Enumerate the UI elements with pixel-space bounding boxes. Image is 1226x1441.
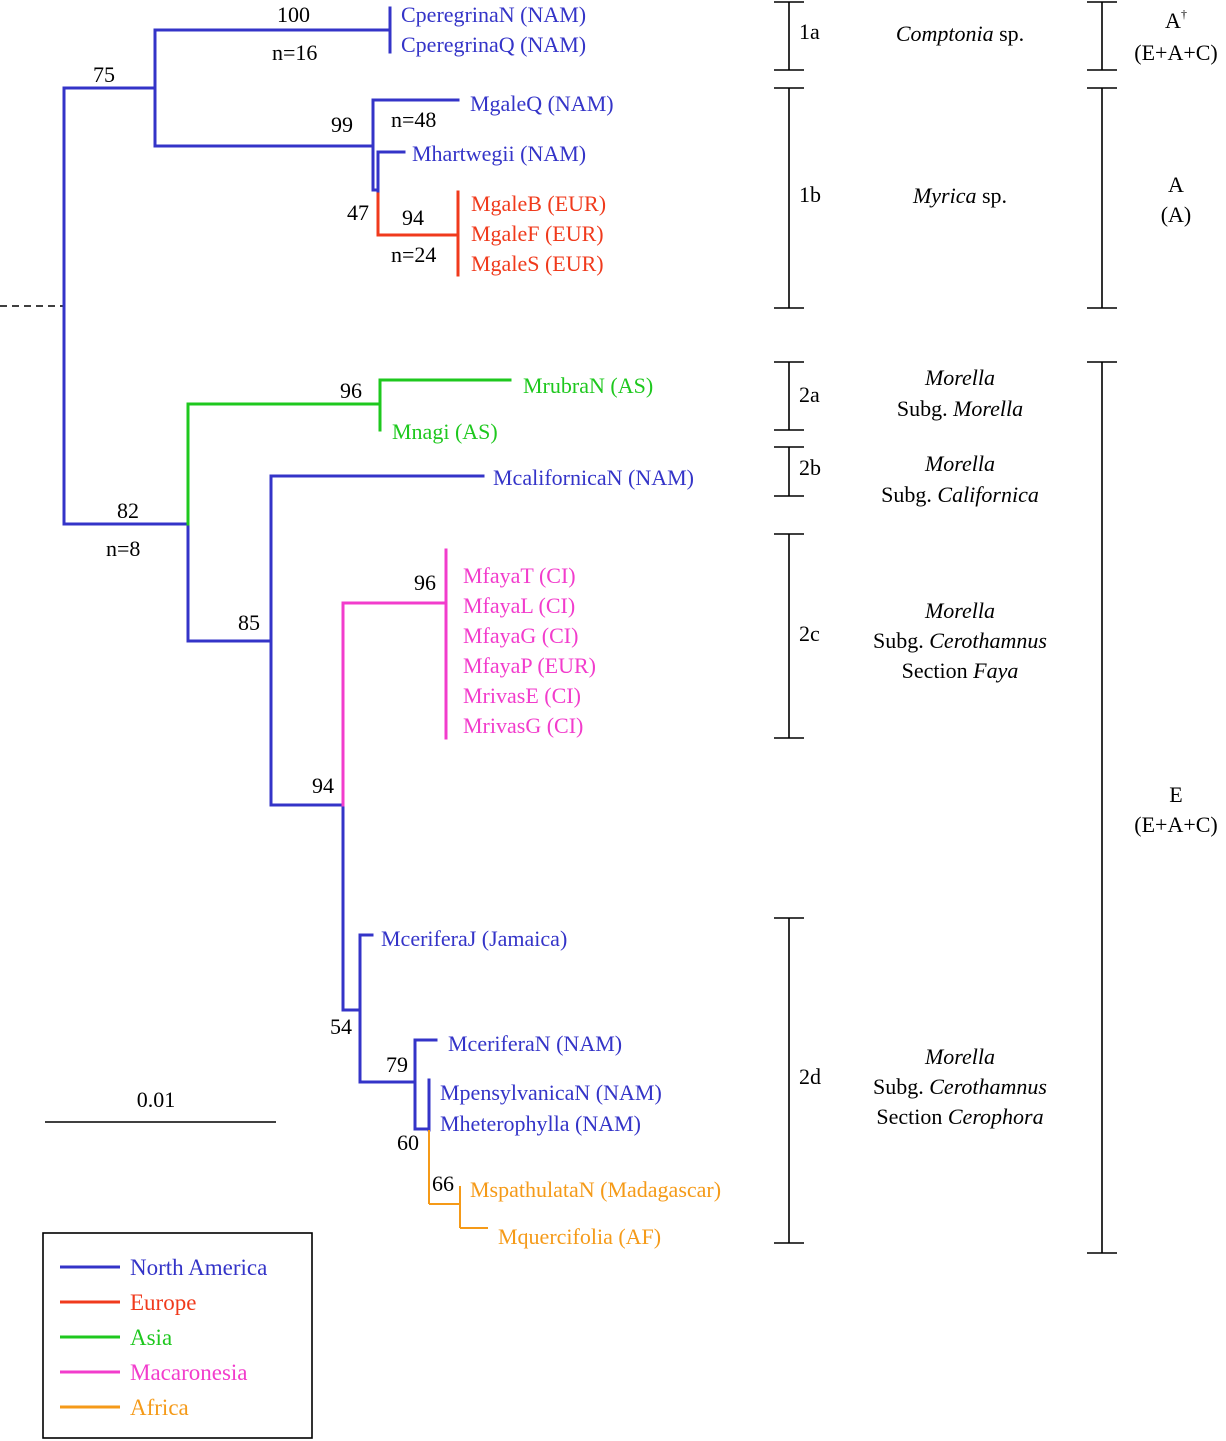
tip-label: MgaleQ (NAM) xyxy=(470,91,614,116)
clade-name-1a: Comptonia sp. xyxy=(896,21,1024,46)
tip-label: MfayaP (EUR) xyxy=(463,653,596,678)
legend-label: Macaronesia xyxy=(130,1360,248,1385)
support-value: 85 xyxy=(238,610,260,635)
group-bracket-3 xyxy=(1087,361,1117,1254)
clade-subgenus-2a: Subg. Morella xyxy=(897,396,1023,421)
tip-label: MceriferaJ (Jamaica) xyxy=(381,926,567,951)
legend-item: Africa xyxy=(60,1395,189,1420)
support-value: 94 xyxy=(312,773,334,798)
clade-bracket-2d xyxy=(774,917,804,1244)
tip-label: McalifornicaN (NAM) xyxy=(493,465,694,490)
support-value: 60 xyxy=(397,1130,419,1155)
tip-label: Mnagi (AS) xyxy=(392,419,498,444)
group-bracket-2 xyxy=(1087,87,1117,309)
support-value: 54 xyxy=(330,1014,352,1039)
legend-label: Europe xyxy=(130,1290,196,1315)
tip-label: MspathulataN (Madagascar) xyxy=(470,1177,721,1202)
tip-label: MgaleB (EUR) xyxy=(471,191,606,216)
clade-subgenus-2d: Subg. Cerothamnus xyxy=(873,1074,1047,1099)
group-brackets xyxy=(1087,1,1117,1254)
support-count: n=16 xyxy=(272,40,317,65)
group-area-2: (A) xyxy=(1161,202,1192,227)
support-value: 94 xyxy=(402,205,424,230)
tip-label: MfayaT (CI) xyxy=(463,563,576,588)
clade-name-2d: Morella xyxy=(924,1044,995,1069)
branches-north-america xyxy=(62,6,485,1132)
clade-name-2b: Morella xyxy=(924,451,995,476)
legend-box xyxy=(42,1232,313,1439)
clade-section-2c: Section Faya xyxy=(902,658,1019,683)
legend-item: North America xyxy=(60,1255,267,1280)
support-value: 82 xyxy=(117,498,139,523)
support-value: 96 xyxy=(340,378,362,403)
clade-id: 2b xyxy=(799,455,821,480)
tip-label: MrubraN (AS) xyxy=(523,373,653,398)
tip-label: MrivasE (CI) xyxy=(463,683,581,708)
clade-brackets xyxy=(774,1,804,1244)
legend-label: Asia xyxy=(130,1325,172,1350)
clade-id: 1b xyxy=(799,182,821,207)
group-label-1: A† xyxy=(1165,7,1187,33)
legend-label: Africa xyxy=(130,1395,189,1420)
support-count: n=8 xyxy=(106,536,140,561)
clade-subgenus-2b: Subg. Californica xyxy=(881,482,1039,507)
legend-item: Europe xyxy=(60,1290,196,1315)
tip-label: CperegrinaN (NAM) xyxy=(401,2,586,27)
clade-name-2c: Morella xyxy=(924,598,995,623)
tip-label: MgaleS (EUR) xyxy=(471,251,604,276)
clade-id: 1a xyxy=(799,19,820,44)
legend-item: Asia xyxy=(60,1325,172,1350)
group-label-2: A xyxy=(1168,172,1184,197)
support-value: 100 xyxy=(277,2,310,27)
group-label-3: E xyxy=(1169,782,1182,807)
branches-africa xyxy=(428,1130,488,1229)
support-count: n=48 xyxy=(391,107,436,132)
clade-name-1b: Myrica sp. xyxy=(912,183,1007,208)
tip-label: CperegrinaQ (NAM) xyxy=(401,32,586,57)
branches-asia xyxy=(186,378,512,526)
clade-bracket-2a xyxy=(774,361,804,431)
scale-bar: 0.01 xyxy=(45,1087,276,1123)
group-area-3: (E+A+C) xyxy=(1134,812,1217,837)
tip-label: MpensylvanicaN (NAM) xyxy=(440,1080,662,1105)
clade-bracket-2b xyxy=(774,446,804,497)
clade-id: 2d xyxy=(799,1064,821,1089)
support-value: 96 xyxy=(414,570,436,595)
clade-bracket-1b xyxy=(774,87,804,309)
clade-bracket-2c xyxy=(774,533,804,739)
tip-label: Mhartwegii (NAM) xyxy=(412,141,586,166)
clade-id: 2a xyxy=(799,382,820,407)
clade-id: 2c xyxy=(799,621,820,646)
tip-label: Mquercifolia (AF) xyxy=(498,1224,661,1249)
support-value: 66 xyxy=(432,1171,454,1196)
support-count: n=24 xyxy=(391,242,436,267)
clade-subgenus-2c: Subg. Cerothamnus xyxy=(873,628,1047,653)
scale-bar-label: 0.01 xyxy=(137,1087,176,1112)
tip-label: Mheterophylla (NAM) xyxy=(440,1111,641,1136)
branches-europe xyxy=(376,190,460,277)
legend-label: North America xyxy=(130,1255,267,1280)
support-value: 47 xyxy=(347,200,369,225)
support-value: 75 xyxy=(93,62,115,87)
legend-item: Macaronesia xyxy=(60,1360,248,1385)
group-bracket-1 xyxy=(1087,1,1117,71)
group-area-1: (E+A+C) xyxy=(1134,40,1217,65)
tip-label: MrivasG (CI) xyxy=(463,713,583,738)
clade-section-2d: Section Cerophora xyxy=(876,1104,1043,1129)
clade-name-2a: Morella xyxy=(924,365,995,390)
tip-label: MgaleF (EUR) xyxy=(471,221,604,246)
tip-label: MceriferaN (NAM) xyxy=(448,1031,622,1056)
tip-label: MfayaG (CI) xyxy=(463,623,578,648)
tip-label: MfayaL (CI) xyxy=(463,593,575,618)
clade-bracket-1a xyxy=(774,1,804,71)
support-value: 99 xyxy=(331,112,353,137)
support-value: 79 xyxy=(386,1052,408,1077)
branches-macaronesia xyxy=(341,548,448,807)
